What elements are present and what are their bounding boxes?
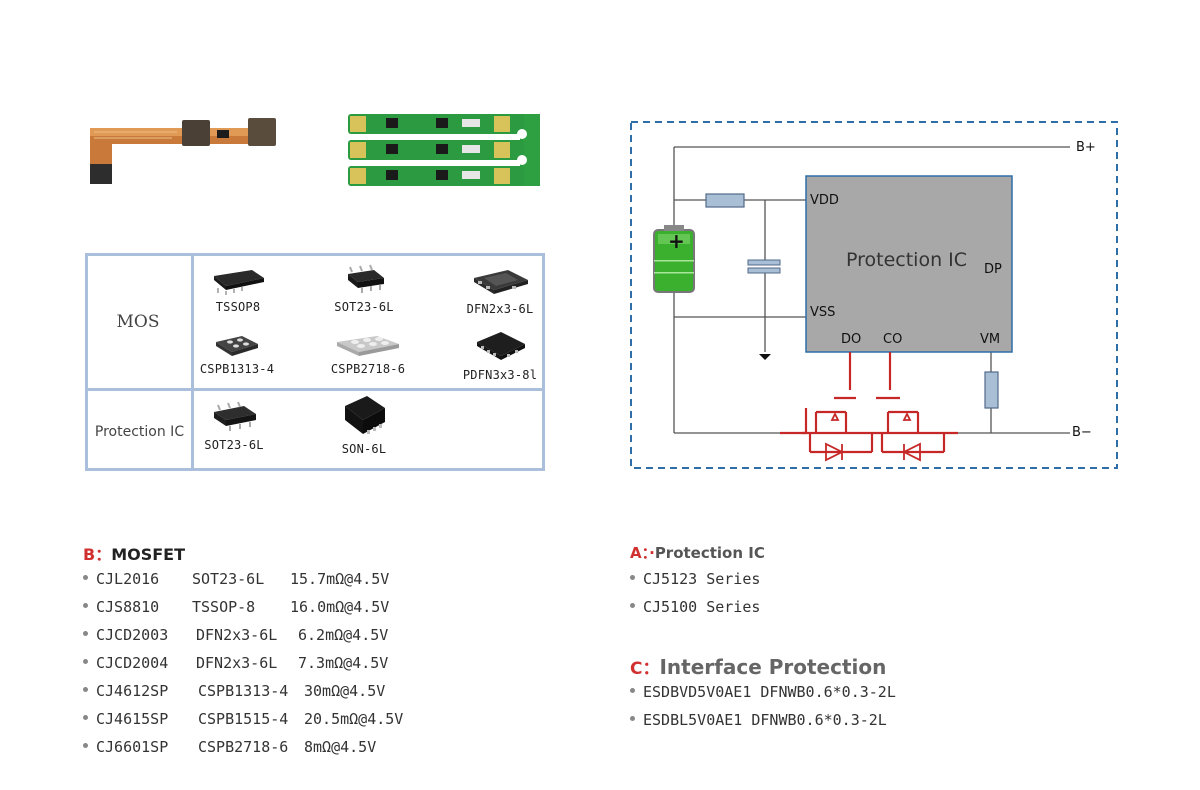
- section-b-title: B：MOSFET: [83, 541, 185, 565]
- section-a-item: CJ5100 Series: [630, 598, 760, 616]
- section-a-key: A：·: [630, 544, 655, 562]
- green-pcb-photo: [348, 114, 540, 186]
- package-dfn2x3-6l: DFN2x3-6L: [460, 266, 540, 316]
- sot23-6l-chip-icon: [214, 401, 256, 431]
- pin-co: CO: [883, 332, 903, 347]
- battery-icon: [653, 225, 695, 293]
- section-c-title: C：Interface Protection: [630, 654, 886, 679]
- package-cspb2718-6: CSPB2718-6: [318, 334, 418, 376]
- package-label: SOT23-6L: [334, 300, 394, 314]
- bullet: [83, 715, 88, 720]
- mos-row-label: MOS: [116, 312, 160, 332]
- mosfet-list-item: CJ6601SP CSPB2718-6 8mΩ@4.5V: [83, 738, 376, 756]
- pin-vdd: VDD: [810, 193, 839, 208]
- mosfet-list-item: CJCD2004 DFN2x3-6L 7.3mΩ@4.5V: [83, 654, 388, 672]
- mosfet-list-item: CJ4615SP CSPB1515-4 20.5mΩ@4.5V: [83, 710, 403, 728]
- mosfet-list-item: CJS8810 TSSOP-8 16.0mΩ@4.5V: [83, 598, 389, 616]
- mosfet-part-number: CJCD2003: [96, 626, 169, 644]
- sot23-6l-chip-icon: [348, 264, 384, 293]
- mosfet-spec: 7.3mΩ@4.5V: [298, 654, 389, 672]
- package-table: MOS Protection IC TSSOP8 SOT23-6L: [85, 253, 545, 471]
- terminal-b-minus: B−: [1072, 425, 1092, 440]
- cspb1313-4-chip-icon: [216, 336, 258, 356]
- mosfet-spec: 16.0mΩ@4.5V: [290, 598, 390, 616]
- section-c-key: C：: [630, 659, 660, 679]
- bullet: [83, 687, 88, 692]
- mosfet-list-item: CJL2016 SOT23-6L 15.7mΩ@4.5V: [83, 570, 389, 588]
- mosfet-package: CSPB1515-4: [198, 710, 289, 728]
- package-son-6l: SON-6L: [328, 392, 400, 456]
- mosfet-spec: 8mΩ@4.5V: [304, 738, 377, 756]
- cspb2718-6-chip-icon: [337, 336, 399, 356]
- section-c-name: Interface Protection: [659, 655, 887, 679]
- section-c-item: ESDBL5V0AE1 DFNWB0.6*0.3-2L: [630, 711, 887, 729]
- package-label: CSPB2718-6: [330, 362, 406, 376]
- mosfet-part-number: CJL2016: [96, 570, 160, 588]
- package-label: SOT23-6L: [204, 438, 264, 452]
- section-a-name: Protection IC: [654, 544, 765, 562]
- protection-ic-block: [805, 175, 1013, 353]
- protection-circuit-schematic: [630, 121, 1118, 469]
- mosfet-package: CSPB2718-6: [198, 738, 289, 756]
- bullet: [83, 743, 88, 748]
- mosfet-package: DFN2x3-6L: [196, 654, 278, 672]
- section-b-name: MOSFET: [111, 545, 186, 564]
- pin-vm: VM: [980, 332, 1001, 347]
- package-pdfn3x3-8l: PDFN3x3-8l: [454, 330, 546, 382]
- mosfet-spec: 6.2mΩ@4.5V: [298, 626, 389, 644]
- mosfet-part-number: CJ4612SP: [96, 682, 169, 700]
- mosfet-package: DFN2x3-6L: [196, 626, 278, 644]
- section-b-key: B：: [83, 545, 112, 564]
- pin-vss: VSS: [810, 305, 836, 320]
- mosfet-list-item: CJ4612SP CSPB1313-4 30mΩ@4.5V: [83, 682, 385, 700]
- pin-do: DO: [841, 332, 862, 347]
- package-cspb1313-4: CSPB1313-4: [192, 334, 282, 376]
- table-divider-vertical: [191, 256, 194, 468]
- battery-plus-sign: +: [668, 229, 685, 253]
- package-label: SON-6L: [341, 442, 387, 456]
- package-sot23-6l: SOT23-6L: [324, 264, 404, 314]
- package-label: CSPB1313-4: [199, 362, 275, 376]
- package-protection-sot23-6l: SOT23-6L: [194, 400, 274, 452]
- mosfet-part-number: CJS8810: [96, 598, 160, 616]
- section-a-item: CJ5123 Series: [630, 570, 760, 588]
- mosfet-spec: 30mΩ@4.5V: [304, 682, 386, 700]
- bullet: [83, 603, 88, 608]
- section-c-item: ESDBVD5V0AE1 DFNWB0.6*0.3-2L: [630, 683, 896, 701]
- bullet: [83, 575, 88, 580]
- schematic-dashed-border: [630, 121, 1118, 469]
- pdfn3x3-8l-chip-icon: [477, 332, 525, 360]
- bullet: [83, 659, 88, 664]
- mosfet-part-number: CJCD2004: [96, 654, 169, 672]
- package-label: DFN2x3-6L: [466, 302, 534, 316]
- son-6l-chip-icon: [345, 396, 385, 434]
- section-a-title: A：·Protection IC: [630, 542, 765, 563]
- package-tssop8: TSSOP8: [198, 266, 278, 314]
- bullet: [83, 631, 88, 636]
- mosfet-spec: 15.7mΩ@4.5V: [290, 570, 390, 588]
- terminal-b-plus: B+: [1076, 140, 1096, 155]
- pin-dp: DP: [984, 262, 1002, 277]
- mosfet-package: CSPB1313-4: [198, 682, 289, 700]
- mosfet-package: TSSOP-8: [192, 598, 256, 616]
- package-label: PDFN3x3-8l: [462, 368, 538, 382]
- protection-ic-row-label: Protection IC: [94, 424, 185, 440]
- mosfet-part-number: CJ6601SP: [96, 738, 169, 756]
- mosfet-spec: 20.5mΩ@4.5V: [304, 710, 404, 728]
- tssop8-chip-icon: [214, 270, 264, 295]
- table-divider-horizontal: [88, 388, 542, 391]
- mosfet-list-item: CJCD2003 DFN2x3-6L 6.2mΩ@4.5V: [83, 626, 388, 644]
- mosfet-part-number: CJ4615SP: [96, 710, 169, 728]
- dfn2x3-6l-chip-icon: [474, 270, 528, 294]
- protection-ic-title: Protection IC: [846, 249, 968, 271]
- mosfet-package: SOT23-6L: [192, 570, 265, 588]
- package-label: TSSOP8: [215, 300, 261, 314]
- flex-pcb-photo: [90, 118, 276, 184]
